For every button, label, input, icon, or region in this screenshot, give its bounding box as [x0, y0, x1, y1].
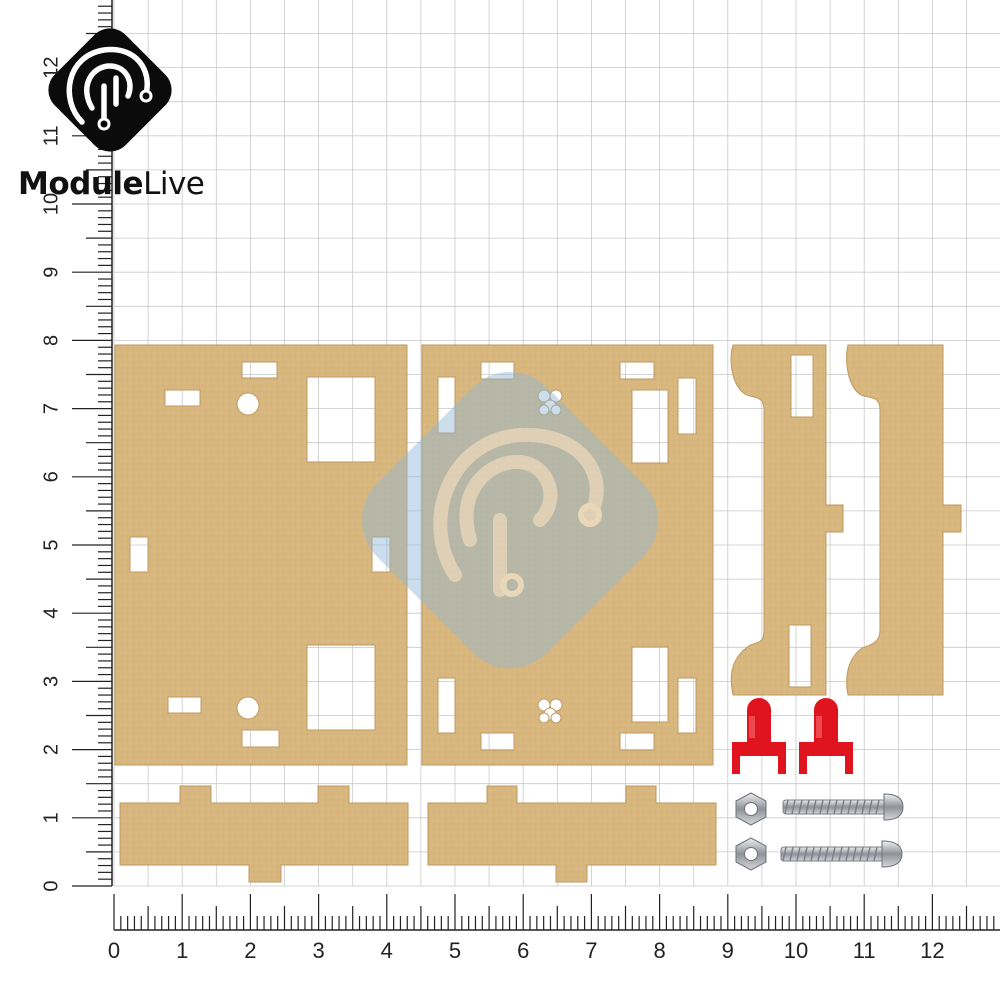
ruler-y-label: 11	[40, 125, 62, 146]
ruler-y-label: 3	[40, 676, 62, 687]
machine-screw	[780, 840, 903, 868]
side-bracket-right	[846, 344, 962, 696]
red-button-cap	[732, 698, 786, 774]
ruler-y-label: 2	[40, 744, 62, 755]
hex-nut	[735, 837, 767, 871]
ruler-y-label: 9	[40, 267, 62, 278]
ruler-y-label: 10	[40, 193, 62, 215]
ruler-x-label: 3	[312, 938, 324, 963]
brand-wordmark: ModuleLive	[18, 166, 205, 202]
ruler-y-label: 0	[40, 880, 62, 891]
ruler-x-label: 1	[176, 938, 188, 963]
end-panel-left	[119, 785, 409, 883]
ruler-x-label: 2	[244, 938, 256, 963]
ruler-x-label: 12	[920, 938, 944, 963]
ruler-y-label: 5	[40, 539, 62, 550]
hex-nut	[735, 792, 767, 826]
ruler-y-label: 6	[40, 471, 62, 482]
machine-screw	[782, 793, 904, 821]
ruler-y-label: 7	[40, 403, 62, 414]
ruler-x-label: 6	[517, 938, 529, 963]
bottom-plate	[421, 344, 714, 766]
top-plate	[114, 344, 408, 766]
ruler-y-label: 8	[40, 335, 62, 346]
ruler-y-label: 1	[40, 812, 62, 823]
brand-name-bold: Module	[18, 166, 144, 202]
red-button-cap	[799, 698, 853, 774]
ruler-x-label: 0	[108, 938, 120, 963]
circuit-ring-logo-icon	[48, 28, 172, 152]
side-bracket-left	[730, 344, 844, 696]
ruler-x-label: 10	[784, 938, 808, 963]
ruler-x-label: 5	[449, 938, 461, 963]
ruler-x-label: 11	[853, 938, 876, 963]
end-panel-right	[427, 785, 717, 883]
ruler-x-label: 4	[381, 938, 393, 963]
ruler-x-label: 7	[585, 938, 597, 963]
ruler-x-label: 8	[653, 938, 665, 963]
ruler-y-label: 4	[40, 608, 62, 619]
circuit-ring-watermark-icon	[361, 371, 659, 669]
brand-name-light: Live	[143, 166, 205, 202]
ruler-x-label: 9	[722, 938, 734, 963]
